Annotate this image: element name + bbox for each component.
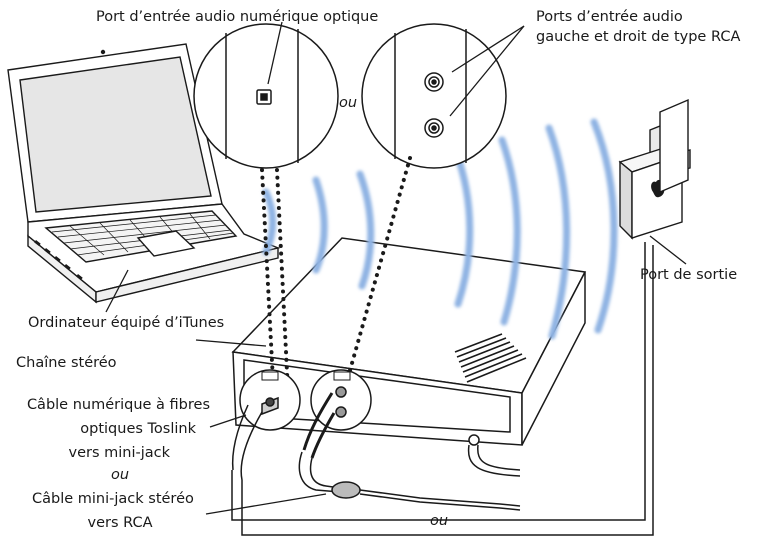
computer-label: Ordinateur équipé d’iTunes bbox=[28, 315, 225, 331]
rca-ports-zoom bbox=[361, 23, 507, 169]
wall-outlet bbox=[659, 98, 689, 194]
or-between-cables-label: ou bbox=[110, 467, 130, 483]
toslink-label-line3: vers mini-jack bbox=[68, 445, 170, 461]
cable-connectors bbox=[239, 369, 372, 459]
rca-ports-label-line1: Ports d’entrée audio bbox=[536, 9, 683, 25]
optical-port-label: Port d’entrée audio numérique optique bbox=[96, 9, 379, 25]
zoom-dotted-lines bbox=[260, 156, 412, 402]
wireless-signal-waves bbox=[262, 118, 618, 340]
output-port-label: Port de sortie bbox=[640, 267, 738, 283]
toslink-label-line1: Câble numérique à fibres bbox=[26, 397, 210, 413]
minijack-label-line2: vers RCA bbox=[87, 515, 153, 531]
minijack-label-line1: Câble mini-jack stéréo bbox=[32, 491, 194, 507]
leader-lines bbox=[105, 21, 687, 515]
cables bbox=[231, 242, 654, 536]
toslink-label-line2: optiques Toslink bbox=[80, 421, 196, 437]
optical-port-zoom bbox=[193, 23, 339, 169]
or-between-ports-label: ou bbox=[339, 95, 358, 111]
stereo-label: Chaîne stéréo bbox=[16, 355, 117, 371]
or-bottom-label: ou bbox=[430, 513, 449, 529]
stereo-receiver bbox=[231, 237, 587, 477]
laptop-computer bbox=[7, 43, 281, 304]
rca-ports-label-line2: gauche et droit de type RCA bbox=[536, 29, 741, 45]
